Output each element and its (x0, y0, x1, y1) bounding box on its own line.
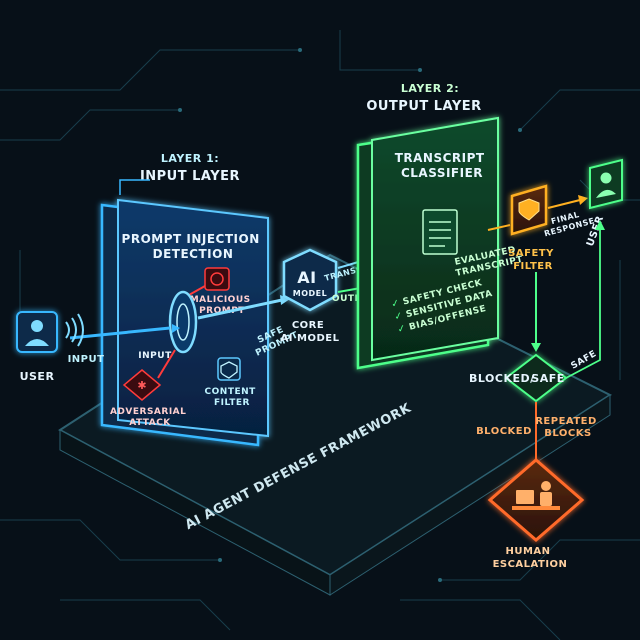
user-icon (31, 320, 43, 332)
document-icon (422, 209, 458, 255)
layer1-title: INPUT LAYER (140, 169, 240, 184)
bug-icon: ✱ (137, 379, 146, 392)
shield-check-icon (518, 198, 540, 221)
to-filter-arrow (487, 224, 511, 231)
check-mark-icon: ✓ (396, 323, 407, 336)
core-ai-model-caption: CORE AI MODEL (281, 320, 340, 344)
check-mark-icon: ✓ (393, 310, 404, 323)
core-ai-model-node (282, 248, 338, 312)
input-inner-label: INPUT (138, 351, 172, 361)
safety-filter-label: SAFETY FILTER (508, 248, 558, 272)
safe-branch-line (565, 226, 601, 379)
content-filter-label: CONTENT FILTER (205, 387, 260, 408)
transcript-classifier-title: TRANSCRIPT CLASSIFIER (395, 151, 490, 180)
decision-label: BLOCKED/ SAFE (469, 372, 565, 385)
user-input-label: USER (20, 370, 55, 383)
final-response-label: FINAL RESPONSE (541, 207, 596, 239)
human-escalation-label: HUMAN ESCALATION (493, 546, 568, 570)
user-icon (600, 172, 612, 184)
layer2-caption: LAYER 2: (401, 82, 459, 95)
adversarial-attack-node: ✱ (122, 369, 162, 401)
output-label: OUTPUT (332, 294, 377, 304)
final-response-arrow (547, 199, 581, 209)
decision-diamond (504, 353, 568, 403)
malicious-prompt-node (204, 267, 230, 291)
skull-icon (210, 272, 224, 286)
desk-monitor-icon (516, 490, 534, 504)
repeated-blocks-label: REPEATED BLOCKS (535, 416, 601, 439)
circuit-nodes (178, 48, 522, 582)
operator-icon (541, 481, 551, 491)
user-output-node (589, 158, 623, 210)
blocked-branch-label: BLOCKED (476, 426, 532, 437)
prompt-injection-title: PROMPT INJECTION DETECTION (122, 232, 265, 261)
layer2-title: OUTPUT LAYER (366, 99, 481, 114)
filter-disc (168, 290, 198, 354)
check-mark-icon: ✓ (390, 298, 401, 311)
human-escalation-node (487, 458, 585, 542)
layer1-caption: LAYER 1: (161, 152, 219, 165)
wireless-icon (65, 313, 84, 347)
attack-arrow (157, 349, 176, 379)
safe-prompt-arrow (197, 298, 283, 320)
ai-model-badge: AI MODEL (293, 268, 327, 298)
layer1-bracket (119, 179, 150, 195)
shield-icon (220, 361, 238, 379)
adversarial-attack-label: ADVERSARIAL ATTACK (110, 407, 190, 428)
input-arrow-label: INPUT (68, 354, 105, 365)
input-flow-arrow (69, 326, 171, 340)
malicious-prompt-label: MALICIOUS PROMPT (190, 295, 255, 316)
safety-filter-node (510, 184, 548, 236)
user-input-node (16, 311, 58, 353)
content-filter-node (217, 357, 241, 381)
